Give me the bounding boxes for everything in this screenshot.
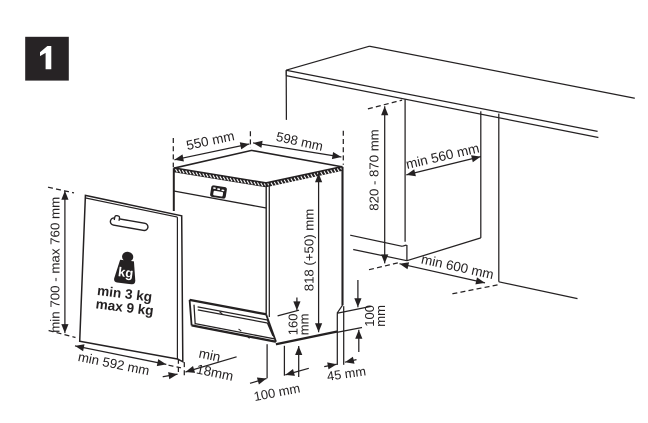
svg-text:max 9 kg: max 9 kg (95, 296, 155, 318)
svg-text:kg: kg (117, 264, 134, 281)
svg-text:45 mm: 45 mm (326, 363, 367, 383)
svg-text:160: 160 (285, 314, 300, 336)
svg-text:min 700 - max 760 mm: min 700 - max 760 mm (47, 197, 62, 333)
svg-text:mm: mm (296, 314, 311, 336)
svg-text:820 - 870 mm: 820 - 870 mm (367, 129, 382, 210)
svg-text:min 3 kg: min 3 kg (96, 283, 153, 305)
svg-text:818 (+50) mm: 818 (+50) mm (301, 209, 316, 291)
svg-text:mm: mm (373, 305, 388, 327)
svg-text:min: min (197, 346, 221, 365)
svg-text:100: 100 (362, 305, 377, 327)
